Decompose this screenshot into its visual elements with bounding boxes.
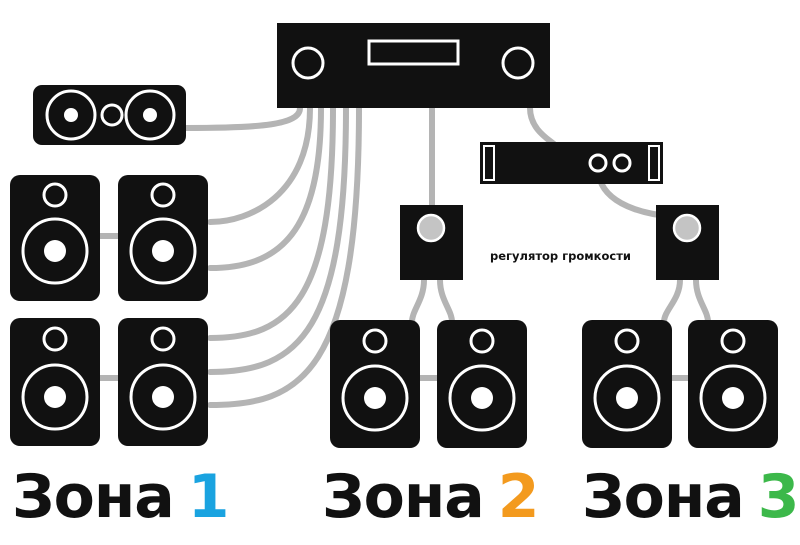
volume-control-label: регулятор громкости xyxy=(490,249,631,263)
cable-receiver-to-amp xyxy=(527,105,558,148)
speaker-tweeter xyxy=(362,328,388,354)
speaker-dust-cap xyxy=(616,387,638,409)
volume-knob xyxy=(416,213,446,243)
cable-zone1-speaker-1 xyxy=(207,105,313,225)
av-receiver xyxy=(277,23,550,108)
zone3-speaker-right xyxy=(688,320,778,448)
zone-2-number: 2 xyxy=(497,462,540,532)
speaker-tweeter xyxy=(720,328,746,354)
speaker-dust-cap xyxy=(364,387,386,409)
speaker-dust-cap xyxy=(722,387,744,409)
zone-1-word: Зона xyxy=(12,462,175,532)
speaker-dust-cap xyxy=(44,386,66,408)
zone3-speaker-left xyxy=(582,320,672,448)
zone-3-word: Зона xyxy=(582,462,745,532)
volume-knob xyxy=(672,213,702,243)
speaker-tweeter xyxy=(614,328,640,354)
receiver-display xyxy=(367,39,460,66)
cable-vc2-right xyxy=(437,277,455,325)
amplifier-body xyxy=(480,142,663,184)
cable-center-speaker xyxy=(183,105,303,131)
cables xyxy=(97,105,711,408)
receiver-right-knob xyxy=(501,46,535,80)
power-amplifier xyxy=(480,142,663,184)
speaker-dust-cap xyxy=(44,240,66,262)
speaker-dust-cap xyxy=(152,386,174,408)
speaker-tweeter xyxy=(42,326,68,352)
cable-vc3-left xyxy=(661,277,683,325)
cable-zone1-speaker-2 xyxy=(207,105,324,271)
zone2-speaker-left xyxy=(330,320,420,448)
center-tweeter xyxy=(100,103,124,127)
zone2-speaker-right xyxy=(437,320,527,448)
center-left-cap xyxy=(64,108,78,122)
zone1-speaker-2 xyxy=(118,175,208,301)
cable-zone1-speaker-4 xyxy=(207,105,349,375)
center-speaker xyxy=(33,85,186,145)
zone1-speaker-3 xyxy=(10,318,100,446)
center-right-cap xyxy=(143,108,157,122)
zone1-speaker-1 xyxy=(10,175,100,301)
amplifier-knob-right xyxy=(612,153,632,173)
zone1-speaker-4 xyxy=(118,318,208,446)
zone-3-number: 3 xyxy=(757,462,800,532)
speaker-tweeter xyxy=(469,328,495,354)
cable-vc3-right xyxy=(693,277,711,325)
cable-zone1-speaker-3 xyxy=(207,105,336,341)
cable-amp-to-vc3 xyxy=(597,177,663,218)
speaker-dust-cap xyxy=(471,387,493,409)
zone3-volume-control xyxy=(656,205,719,280)
speaker-tweeter xyxy=(150,326,176,352)
cable-vc2-left xyxy=(409,277,427,325)
zone-1-number: 1 xyxy=(187,462,230,532)
receiver-left-knob xyxy=(291,46,325,80)
zone-2-word: Зона xyxy=(322,462,485,532)
cable-zone1-speaker-5 xyxy=(207,105,362,408)
speaker-tweeter xyxy=(150,182,176,208)
amplifier-knob-left xyxy=(588,153,608,173)
amplifier-left-ear xyxy=(483,145,495,181)
speaker-tweeter xyxy=(42,182,68,208)
amplifier-right-ear xyxy=(648,145,660,181)
zone2-volume-control xyxy=(400,205,463,280)
speaker-dust-cap xyxy=(152,240,174,262)
